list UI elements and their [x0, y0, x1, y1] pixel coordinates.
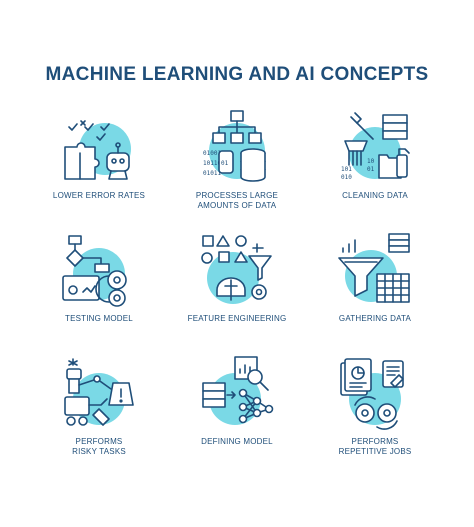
concept-repetitive-jobs: PERFORMS REPETITIVE JOBS: [306, 351, 444, 474]
concept-label: DEFINING MODEL: [201, 437, 273, 446]
neural-network-icon: [202, 356, 274, 425]
puzzle-robot-icon: [64, 120, 131, 180]
svg-text:10110: 10110: [203, 160, 221, 167]
svg-text:01: 01: [221, 160, 229, 167]
concept-label: LOWER ERROR RATES: [52, 191, 146, 200]
concept-label: TESTING MODEL: [65, 314, 133, 323]
robot-arm-icon: [64, 358, 134, 426]
concept-label: FEATURE ENGINEERING: [187, 314, 287, 323]
concept-label: PERFORMS REPETITIVE JOBS: [338, 437, 412, 456]
svg-text:10: 10: [367, 158, 375, 165]
concept-testing-model: TESTING MODEL: [30, 228, 168, 351]
funnel-table-icon: [338, 233, 410, 303]
flowchart-gear-icon: [62, 235, 127, 307]
concept-gathering-data: GATHERING DATA: [306, 228, 444, 351]
concept-lower-error-rates: LOWER ERROR RATES: [30, 105, 168, 228]
concept-risky-tasks: PERFORMS RISKY TASKS: [30, 351, 168, 474]
brain-funnel-icon: [201, 235, 272, 304]
concept-label: GATHERING DATA: [338, 314, 412, 323]
data-hierarchy-icon: 01001 10110 01011 01: [203, 110, 266, 182]
concept-defining-model: DEFINING MODEL: [168, 351, 306, 474]
svg-text:01: 01: [367, 166, 375, 173]
svg-text:010: 010: [341, 174, 352, 181]
svg-text:01001: 01001: [203, 150, 221, 157]
documents-cycle-icon: [340, 358, 404, 430]
svg-text:01011: 01011: [203, 170, 221, 177]
svg-text:101: 101: [341, 166, 352, 173]
concept-label: CLEANING DATA: [342, 191, 408, 200]
concept-label: PROCESSES LARGE AMOUNTS OF DATA: [195, 191, 279, 210]
concept-label: PERFORMS RISKY TASKS: [72, 437, 126, 456]
concept-processes-data: 01001 10110 01011 01 PROCESSES LARGE AMO…: [168, 105, 306, 228]
concept-feature-engineering: FEATURE ENGINEERING: [168, 228, 306, 351]
concept-grid: LOWER ERROR RATES 01001 10110 01011 01 P…: [30, 105, 444, 474]
page-title: MACHINE LEARNING AND AI CONCEPTS: [45, 64, 429, 85]
